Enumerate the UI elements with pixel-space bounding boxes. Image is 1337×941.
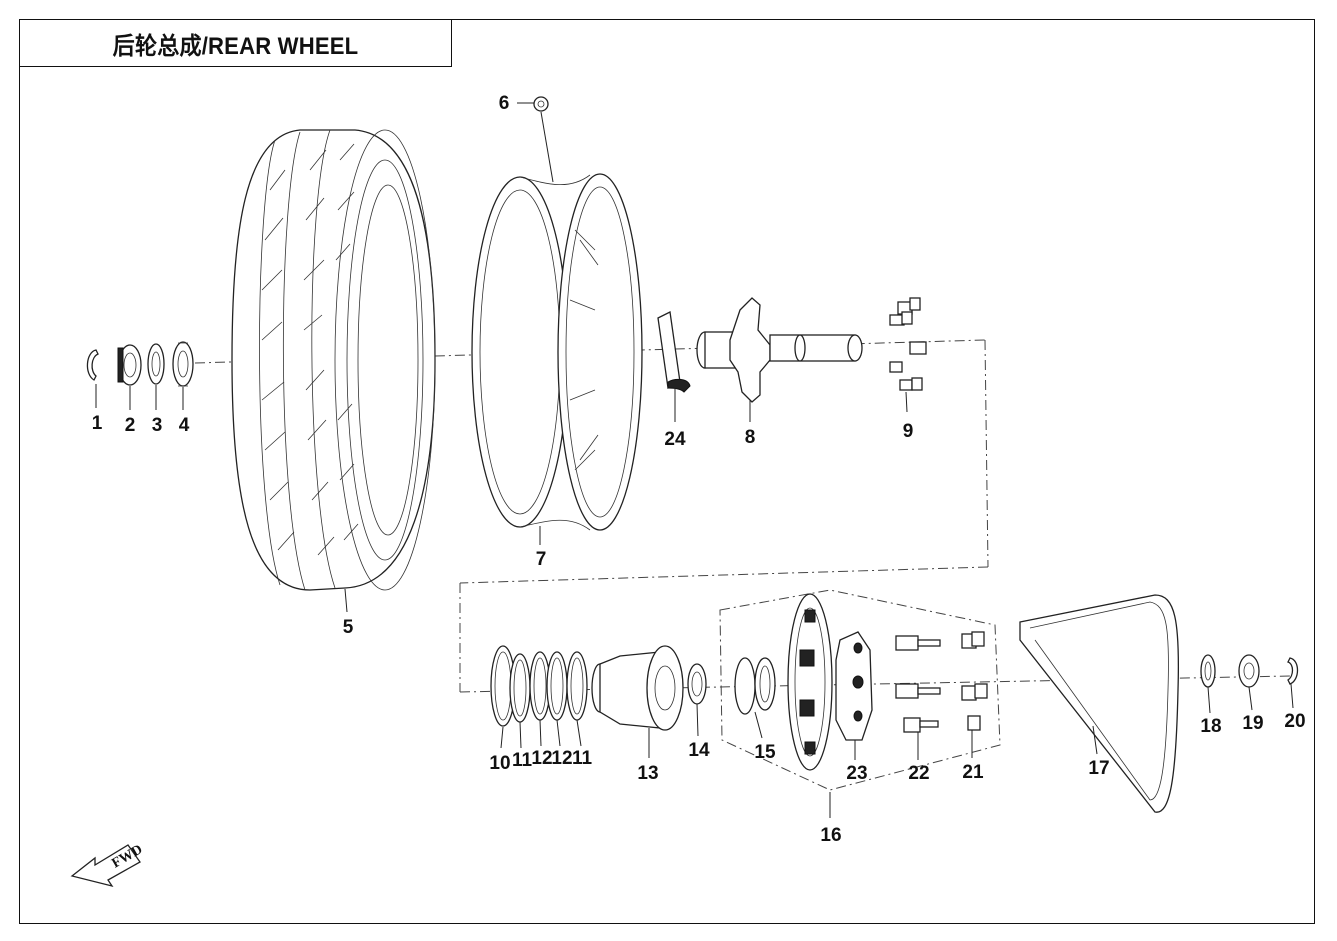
part-13-carrier [591, 645, 684, 731]
part-1-circlip [86, 349, 99, 381]
part-23-damper [835, 631, 873, 741]
callout-8: 8 [745, 427, 756, 448]
part-12-bearing [529, 651, 551, 721]
part-6-valve [533, 96, 549, 112]
callout-9: 9 [903, 421, 914, 442]
part-20-circlip [1287, 657, 1299, 685]
callout-4: 4 [179, 415, 190, 436]
callout-20: 20 [1284, 711, 1305, 732]
part-9-bolts [889, 297, 927, 391]
part-16-group-outline [719, 589, 1001, 791]
callout-1: 1 [92, 413, 103, 434]
part-5-tyre [231, 129, 436, 591]
callout-16: 16 [820, 825, 841, 846]
callout-21: 21 [962, 762, 984, 783]
part-11-seal-b [566, 651, 588, 721]
part-18-washer [1200, 654, 1216, 688]
part-8-hub [696, 297, 863, 403]
page-title: 后轮总成/REAR WHEEL [112, 32, 359, 60]
callout-23: 23 [846, 763, 867, 784]
callout-7: 7 [536, 549, 547, 570]
callout-15: 15 [754, 742, 776, 763]
callout-19: 19 [1242, 713, 1263, 734]
callout-18: 18 [1200, 716, 1221, 737]
part-15-seals [734, 657, 776, 715]
part-22-studs [895, 635, 941, 733]
part-17-chain [1019, 594, 1180, 813]
callout-17: 17 [1088, 758, 1109, 779]
callout-5: 5 [343, 617, 354, 638]
callout-22: 22 [908, 763, 929, 784]
title-box: 后轮总成/REAR WHEEL [19, 19, 452, 67]
axle-connector-right [984, 339, 989, 568]
callout-2: 2 [125, 415, 136, 436]
leader-lines [95, 102, 1294, 818]
callout-14: 14 [688, 740, 710, 761]
part-14-collar [687, 663, 707, 705]
callout-12a: 12 [531, 748, 552, 769]
part-7-rim [471, 173, 643, 531]
callout-12b: 12 [551, 748, 572, 769]
drawing-frame [19, 19, 1315, 924]
callout-11b: 11 [572, 748, 593, 769]
callout-11a: 11 [512, 750, 533, 771]
part-11-seal [509, 653, 531, 723]
callout-13: 13 [637, 763, 658, 784]
part-12-bearing-b [546, 651, 568, 721]
callout-3: 3 [152, 415, 163, 436]
part-21-nuts [961, 631, 988, 731]
part-3-washer [147, 343, 165, 385]
callout-10: 10 [489, 753, 510, 774]
part-2-nut [117, 344, 142, 386]
part-24-clip [657, 311, 691, 393]
axle-line-bottom [459, 675, 1291, 693]
callout-labels: 1 2 3 4 5 6 7 8 9 10 11 12 12 11 13 14 1… [92, 93, 1306, 846]
axle-connector-mid [459, 566, 989, 584]
callout-24: 24 [664, 429, 686, 450]
callout-6: 6 [499, 93, 510, 114]
fwd-arrow-icon: FWD [70, 842, 145, 888]
sprocket [787, 593, 833, 771]
part-4-collar [172, 341, 194, 387]
part-19-nut [1238, 654, 1260, 688]
